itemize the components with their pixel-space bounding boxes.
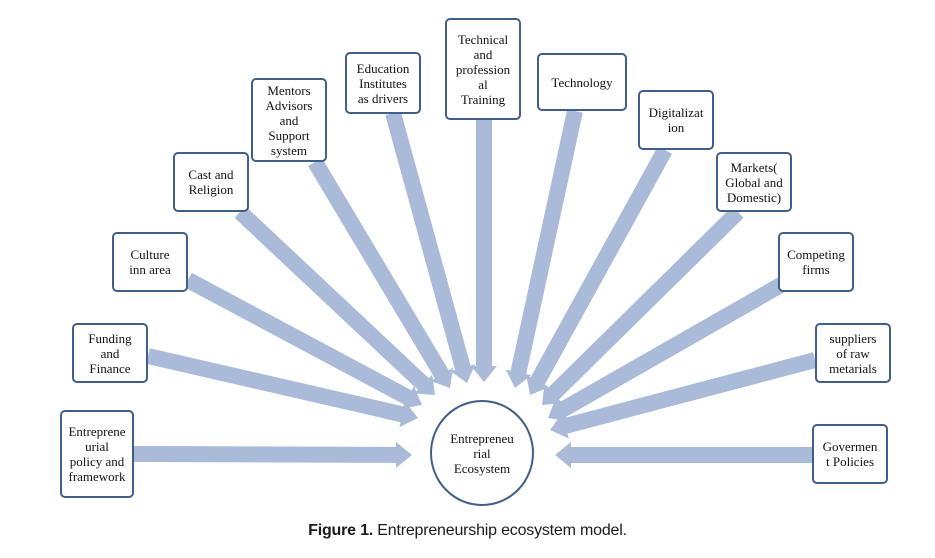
arrow-mentors [308, 157, 453, 388]
arrow-digitalization [526, 146, 672, 395]
caption-text: Entrepreneurship ecosystem model. [373, 522, 627, 539]
center-ecosystem-node: Entrepreneu rial Ecosystem [430, 400, 534, 506]
arrow-funding [146, 348, 418, 428]
node-digitalization: Digitalizat ion [638, 90, 714, 150]
node-suppliers: suppliers of raw metarials [815, 323, 891, 383]
arrow-government [555, 442, 812, 468]
caption-prefix: Figure 1. [308, 522, 374, 539]
arrow-markets [542, 206, 744, 405]
node-cast: Cast and Religion [173, 152, 249, 212]
node-culture: Culture inn area [112, 232, 188, 292]
node-funding: Funding and Finance [72, 323, 148, 383]
arrows-layer [134, 109, 817, 468]
arrow-education [385, 110, 476, 384]
node-mentors: Mentors Advisors and Support system [251, 78, 327, 162]
arrow-suppliers [550, 352, 817, 439]
arrow-competing [548, 275, 790, 422]
node-markets: Markets( Global and Domestic) [716, 152, 792, 212]
node-technology: Technology [537, 53, 627, 111]
node-training: Technical and profession al Training [445, 18, 521, 120]
arrow-cast [234, 206, 435, 395]
node-government: Govermen t Policies [812, 424, 888, 484]
arrow-training [471, 120, 497, 382]
arrow-technology [505, 109, 583, 389]
arrow-culture [184, 272, 422, 409]
node-competing: Competing firms [778, 232, 854, 292]
node-policy: Entreprene urial policy and framework [60, 410, 134, 498]
arrow-policy [134, 441, 412, 468]
node-education: Education Institutes as drivers [345, 52, 421, 114]
figure-caption: Figure 1. Entrepreneurship ecosystem mod… [0, 522, 935, 540]
